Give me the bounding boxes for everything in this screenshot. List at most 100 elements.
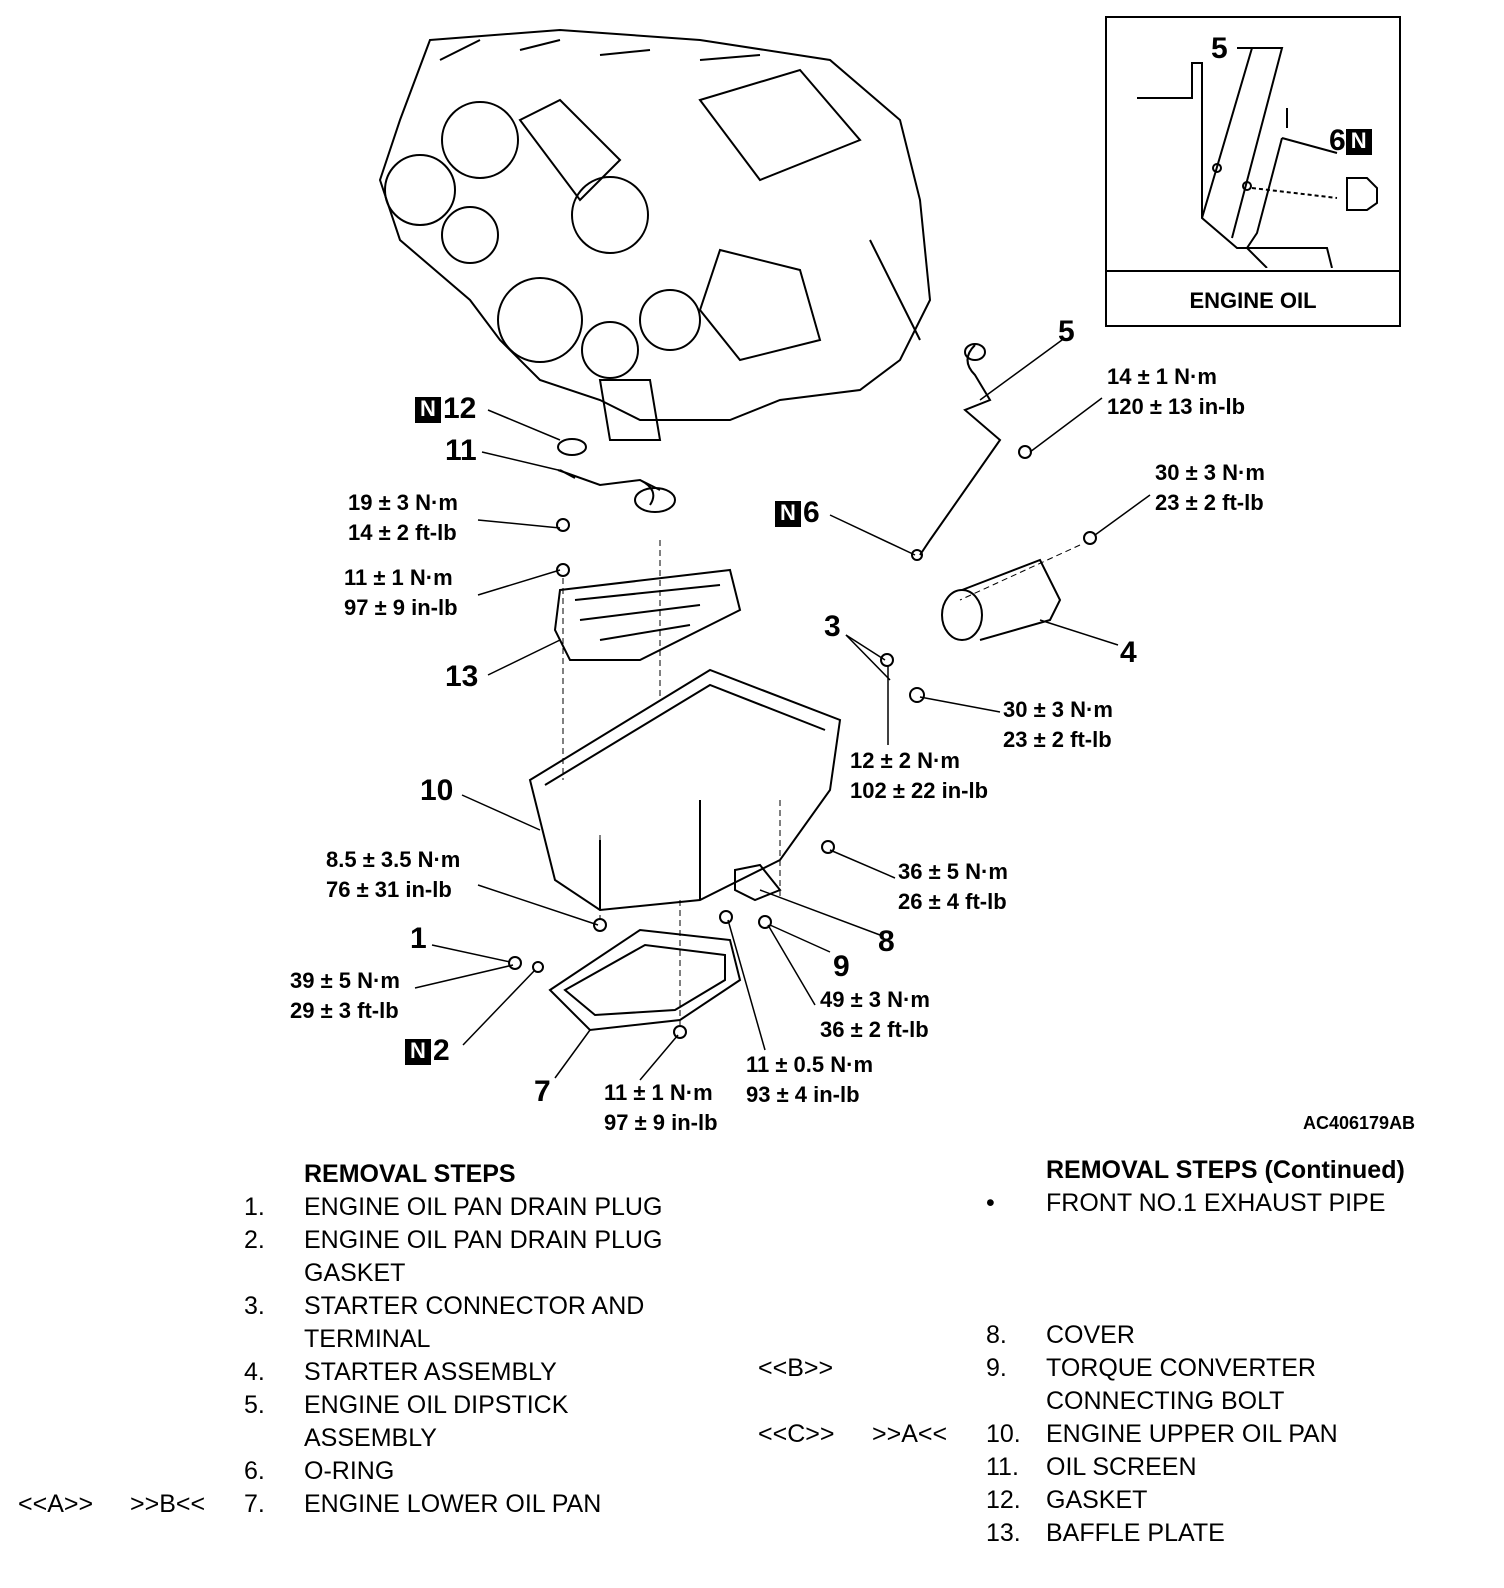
- callout-9: 9: [833, 950, 850, 983]
- starter-part: [941, 558, 1062, 641]
- step-row: 1. ENGINE OIL PAN DRAIN PLUG: [0, 1191, 740, 1224]
- step-num: 1.: [244, 1193, 265, 1221]
- step-tag2: >>A<<: [872, 1420, 948, 1448]
- step-text: STARTER CONNECTOR AND: [304, 1292, 645, 1320]
- step-text: ENGINE OIL PAN DRAIN PLUG: [304, 1193, 663, 1221]
- callout-8: 8: [878, 925, 895, 958]
- step-row: <<B>>9.TORQUE CONVERTER: [740, 1352, 1504, 1385]
- step-text: FRONT NO.1 EXHAUST PIPE: [1046, 1189, 1386, 1217]
- new-part-mark: N: [405, 1039, 431, 1066]
- engine-block: [378, 28, 932, 441]
- step-row: <<C>> >>A<< 10. ENGINE UPPER OIL PAN: [740, 1418, 1504, 1451]
- callout-1: 1: [410, 922, 427, 955]
- step-row: 3. STARTER CONNECTOR AND: [0, 1290, 740, 1323]
- step-row: [740, 1220, 1504, 1253]
- callout-4: 4: [1120, 636, 1137, 669]
- step-num: 2.: [244, 1226, 265, 1254]
- step-text: ENGINE LOWER OIL PAN: [304, 1490, 602, 1518]
- step-text: TERMINAL: [304, 1325, 431, 1353]
- step-row: GASKET: [0, 1257, 740, 1290]
- callout-5: 5: [1058, 315, 1075, 348]
- diagram-drawing: [378, 28, 1151, 1081]
- baffle-plate-part: [553, 568, 742, 661]
- new-part-mark: N: [775, 501, 801, 528]
- oil-screen-part: [557, 438, 676, 513]
- step-text: GASKET: [304, 1259, 406, 1287]
- step-tag1: <<A>>: [18, 1490, 94, 1518]
- step-text: TORQUE CONVERTER: [1046, 1354, 1316, 1382]
- step-text: GASKET: [1046, 1486, 1148, 1514]
- dipstick-part: [919, 343, 1002, 556]
- step-text: ENGINE UPPER OIL PAN: [1046, 1420, 1338, 1448]
- step-num: 11.: [986, 1453, 1019, 1481]
- step-text: ENGINE OIL PAN DRAIN PLUG: [304, 1226, 663, 1254]
- step-text: COVER: [1046, 1321, 1135, 1349]
- alignment-lines: [562, 540, 1081, 1025]
- step-text: ENGINE OIL DIPSTICK: [304, 1391, 569, 1419]
- step-num: 6.: [244, 1457, 265, 1485]
- step-row: 8. COVER: [740, 1319, 1504, 1352]
- step-num: •: [986, 1189, 995, 1217]
- new-part-mark: N: [1345, 129, 1372, 156]
- inset-callout-5: 5: [1211, 32, 1228, 65]
- step-num: 8.: [986, 1321, 1007, 1349]
- callout-7: 7: [534, 1075, 551, 1108]
- callout-3: 3: [824, 610, 841, 643]
- step-num: 5.: [244, 1391, 265, 1419]
- leader-lines: [414, 339, 1151, 1081]
- inset-drawing: [1137, 47, 1378, 268]
- new-part-mark: N: [415, 397, 441, 424]
- step-row: 4. STARTER ASSEMBLY: [0, 1356, 740, 1389]
- step-row: 13. BAFFLE PLATE: [740, 1517, 1504, 1550]
- lower-oil-pan-part: [548, 928, 742, 1032]
- step-num: 7.: [244, 1490, 265, 1518]
- cover-part: [734, 863, 782, 902]
- step-tag2: >>B<<: [130, 1490, 206, 1518]
- step-row: TERMINAL: [0, 1323, 740, 1356]
- step-row: CONNECTING BOLT: [740, 1385, 1504, 1418]
- step-row: 12. GASKET: [740, 1484, 1504, 1517]
- step-row: [740, 1253, 1504, 1286]
- callout-10: 10: [420, 774, 454, 807]
- step-text: CONNECTING BOLT: [1046, 1387, 1285, 1415]
- step-row: 6.O-RING: [0, 1455, 740, 1488]
- step-text: BAFFLE PLATE: [1046, 1519, 1225, 1547]
- step-row: <<A>> >>B<< 7. ENGINE LOWER OIL PAN: [0, 1488, 740, 1521]
- step-row: • FRONT NO.1 EXHAUST PIPE: [740, 1187, 1504, 1220]
- steps-heading: REMOVAL STEPS (Continued): [1046, 1156, 1405, 1184]
- callout-13: 13: [445, 660, 479, 693]
- step-text: ASSEMBLY: [304, 1424, 437, 1452]
- step-row: ASSEMBLY: [0, 1422, 740, 1455]
- step-row: 11. OIL SCREEN: [740, 1451, 1504, 1484]
- step-num: 13.: [986, 1519, 1021, 1547]
- removal-steps-right: REMOVAL STEPS (Continued) • FRONT NO.1 EX…: [740, 1154, 1504, 1550]
- step-num: 10.: [986, 1420, 1021, 1448]
- step-text: OIL SCREEN: [1046, 1453, 1197, 1481]
- step-num: 12.: [986, 1486, 1021, 1514]
- step-num: 3.: [244, 1292, 265, 1320]
- step-row: [740, 1286, 1504, 1319]
- step-text: STARTER ASSEMBLY: [304, 1358, 557, 1386]
- step-num: 4.: [244, 1358, 265, 1386]
- step-num: 9.: [986, 1354, 1007, 1382]
- step-row: 2. ENGINE OIL PAN DRAIN PLUG: [0, 1224, 740, 1257]
- removal-steps-left: REMOVAL STEPS 1.ENGINE OIL PAN DRAIN PLU…: [0, 1158, 740, 1521]
- step-tag1: <<C>>: [758, 1420, 835, 1448]
- callout-11: 11: [445, 434, 477, 467]
